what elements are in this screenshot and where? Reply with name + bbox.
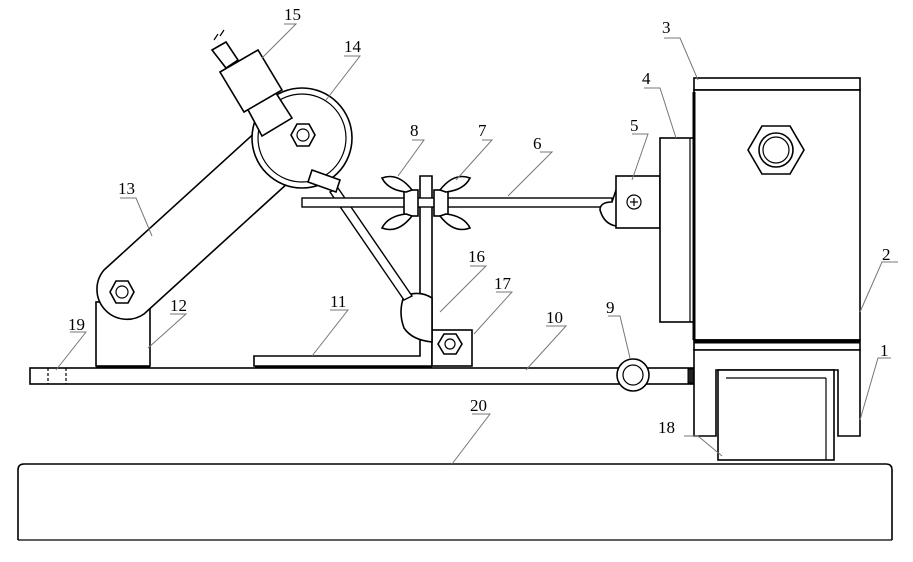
label-13: 13	[118, 179, 135, 198]
part-4-plate	[659, 137, 695, 323]
part-18-base-block	[717, 369, 835, 461]
part-16-pivot-bracket	[400, 292, 433, 343]
label-17: 17	[494, 274, 512, 293]
label-2: 2	[882, 245, 891, 264]
label-19: 19	[68, 315, 85, 334]
label-5: 5	[630, 116, 639, 135]
label-1: 1	[880, 341, 889, 360]
label-20: 20	[470, 396, 487, 415]
part-1-base-frame	[693, 349, 861, 437]
label-4: 4	[642, 69, 651, 88]
part-5-clamp-block	[599, 175, 661, 229]
part-17-small-block	[431, 329, 473, 367]
part-20-ground-base	[17, 463, 893, 541]
label-3: 3	[662, 18, 671, 37]
part-3-main-box	[692, 77, 861, 341]
part-10-horizontal-plate	[29, 364, 697, 385]
label-10: 10	[546, 308, 563, 327]
part-9-ring	[616, 358, 650, 392]
label-9: 9	[606, 298, 615, 317]
label-11: 11	[330, 292, 346, 311]
label-12: 12	[170, 296, 187, 315]
nut-lower	[109, 280, 135, 304]
leader-lines	[55, 23, 898, 465]
label-16: 16	[468, 247, 485, 266]
label-7: 7	[478, 121, 487, 140]
label-15: 15	[284, 5, 301, 24]
part-15-motor	[210, 29, 294, 138]
part-6-rod	[301, 197, 613, 208]
label-8: 8	[410, 121, 419, 140]
part-labels: 1 2 3 4 5 6 7 8 9 10 11 12 13 14 15 16 1…	[68, 5, 891, 437]
label-18: 18	[658, 418, 675, 437]
nut-upper	[290, 123, 316, 147]
part-7-8-wing-nuts	[380, 175, 472, 231]
part-2-frame-plate	[693, 339, 861, 351]
label-6: 6	[533, 134, 542, 153]
label-14: 14	[344, 37, 362, 56]
